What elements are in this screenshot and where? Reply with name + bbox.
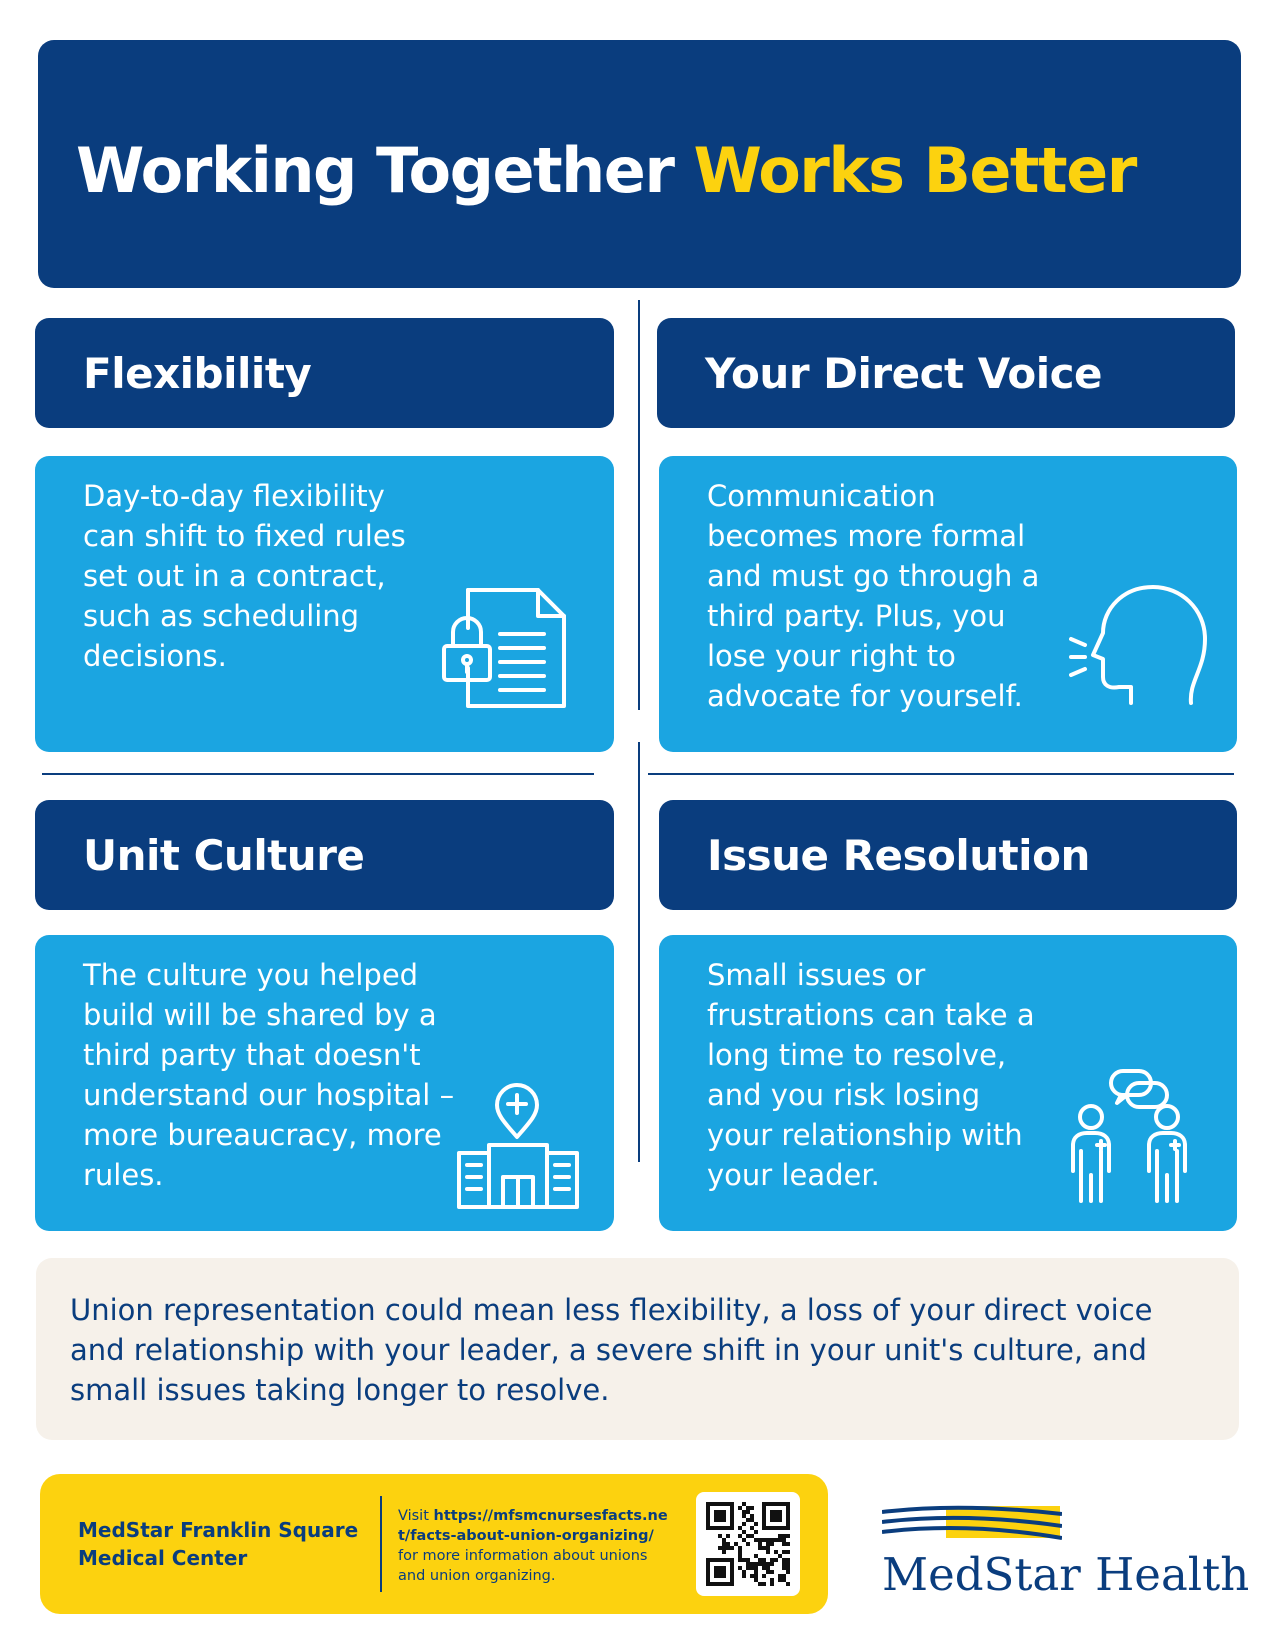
summary-text: Union representation could mean less fle… (70, 1293, 1153, 1407)
nurses-conversation-icon (1065, 1067, 1195, 1207)
card-body-text: Small issues or frustrations can take a … (707, 958, 1035, 1192)
visit-link[interactable]: https://mfsmcnursesfacts.net/facts-about… (398, 1508, 668, 1544)
title-white: Working Together (76, 134, 675, 207)
logo-swoosh-icon (882, 1505, 1062, 1540)
card-direct-voice-heading: Your Direct Voice (657, 318, 1235, 428)
card-heading-text: Issue Resolution (707, 831, 1090, 880)
logo-text: MedStar Health (882, 1548, 1250, 1601)
card-body-text: The culture you helped build will be sha… (83, 958, 455, 1192)
card-body-text: Communication becomes more formal and mu… (707, 479, 1040, 713)
horizontal-divider-left (42, 773, 594, 775)
card-unit-culture-heading: Unit Culture (35, 800, 614, 910)
card-direct-voice-body: Communication becomes more formal and mu… (659, 456, 1237, 752)
org-name: MedStar Franklin Square Medical Center (78, 1518, 359, 1570)
visit-suffix: for more information about unions and un… (398, 1548, 648, 1584)
qr-code-icon[interactable] (696, 1492, 800, 1596)
visit-text: Visit https://mfsmcnursesfacts.net/facts… (398, 1506, 668, 1586)
card-heading-text: Your Direct Voice (705, 349, 1103, 398)
title-banner: Working Together Works Better (38, 40, 1241, 288)
card-body-text: Day-to-day flexibility can shift to fixe… (83, 479, 406, 673)
card-unit-culture-body: The culture you helped build will be sha… (35, 935, 614, 1231)
footer-box: MedStar Franklin Square Medical Center V… (40, 1474, 828, 1614)
card-heading-text: Flexibility (83, 349, 312, 398)
page-title: Working Together Works Better (76, 134, 1138, 207)
card-flexibility-body: Day-to-day flexibility can shift to fixe… (35, 456, 614, 752)
vertical-divider-top (638, 300, 640, 710)
card-issue-resolution-heading: Issue Resolution (659, 800, 1237, 910)
card-flexibility-heading: Flexibility (35, 318, 614, 428)
contract-lock-icon (440, 584, 570, 714)
visit-prefix: Visit (398, 1508, 429, 1524)
card-issue-resolution-body: Small issues or frustrations can take a … (659, 935, 1237, 1231)
title-accent: Works Better (693, 134, 1138, 207)
vertical-divider-bottom (638, 742, 640, 1162)
speaking-head-icon (1069, 581, 1209, 711)
horizontal-divider-right (648, 773, 1234, 775)
footer-divider (380, 1496, 382, 1592)
hospital-location-icon (455, 1081, 581, 1211)
card-heading-text: Unit Culture (83, 831, 365, 880)
summary-box: Union representation could mean less fle… (36, 1258, 1239, 1440)
